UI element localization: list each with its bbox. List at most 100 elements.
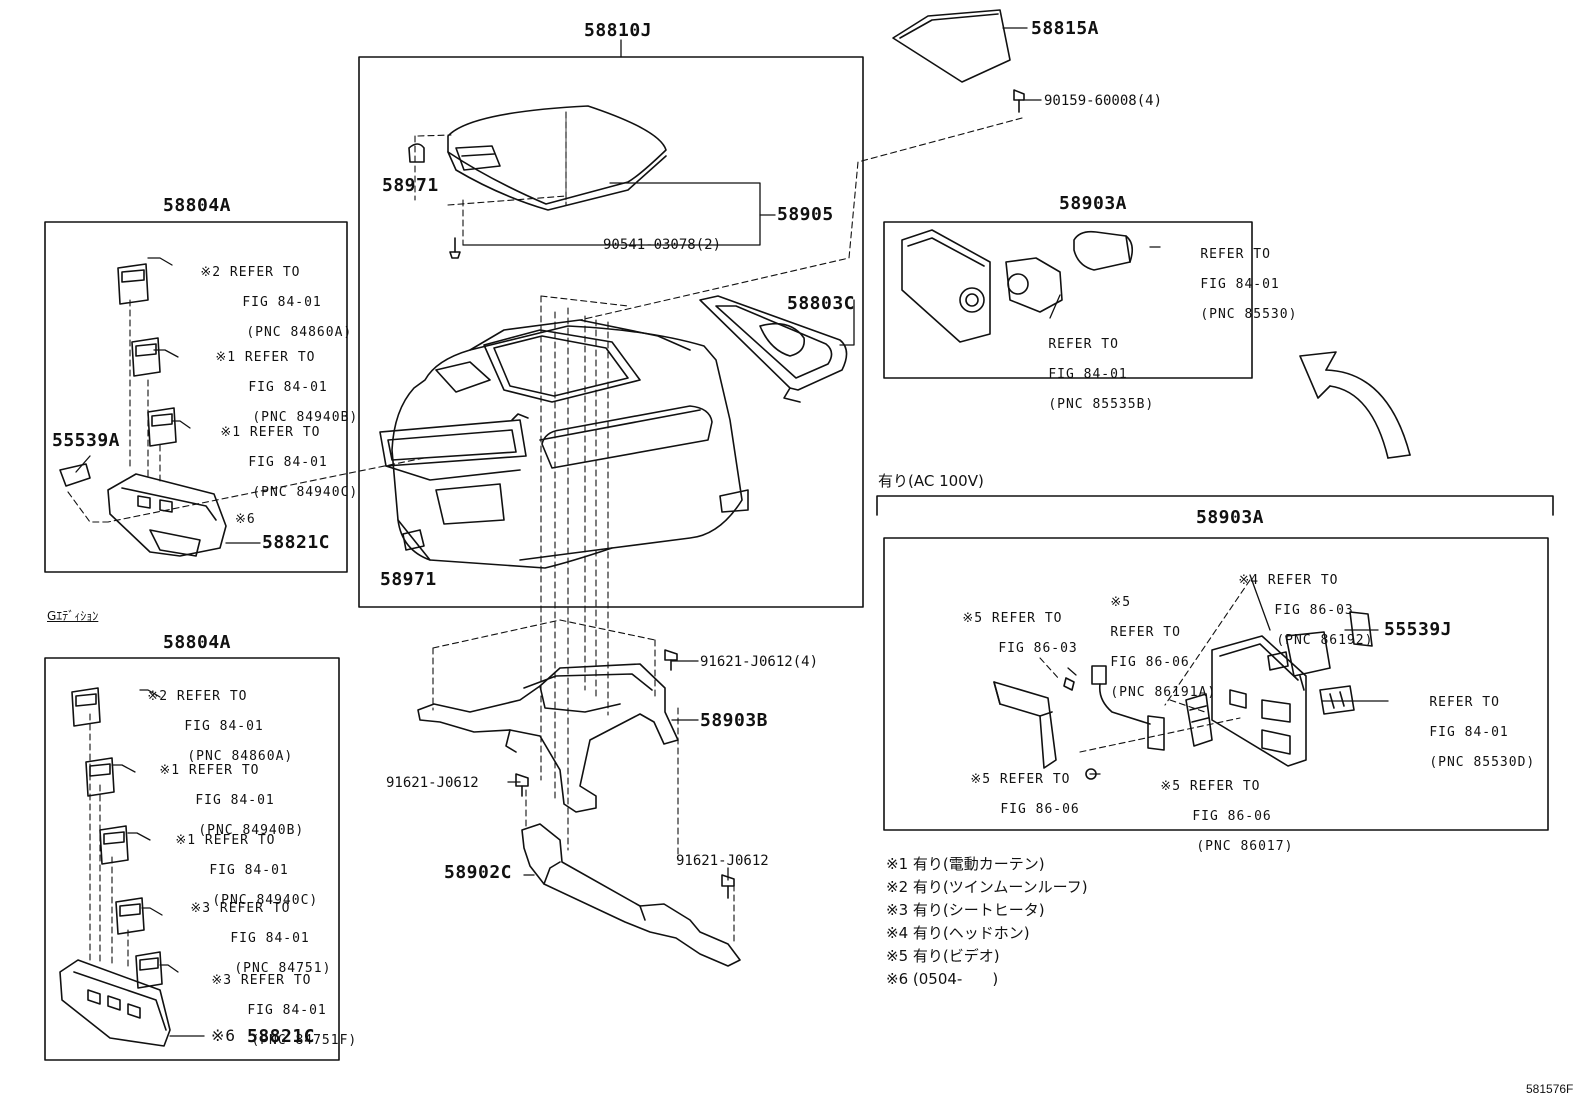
ref-line: (PNC 85530D) [1429,755,1536,770]
switch-bottom-b [85,757,115,797]
note-4: ※4 有り(ヘッドホン) [886,924,1030,942]
ref-line: REFER TO [240,973,312,988]
part-accessory-socket [1005,257,1063,313]
part-58903A-bottom-plate [1211,635,1307,767]
ref-line: FIG 84-01 [248,380,328,395]
ref-right-top-2: REFER TO FIG 84-01 (PNC 85535B) [1013,322,1154,427]
label-58815A: 58815A [1031,18,1100,39]
ref-line: ※5 [1110,595,1132,610]
note-1: ※1 有り(電動カーテン) [886,855,1045,873]
switch-bottom-d [115,897,145,935]
ref-bottom-b: ※1 REFER TO FIG 84-01 (PNC 84940B) [124,748,304,853]
ref-line: FIG 84-01 [1429,725,1509,740]
note-5: ※5 有り(ビデオ) [886,947,1000,965]
ref-mark: ※1 [215,350,237,365]
note-6: ※6 (0504- ) [886,970,999,988]
part-58905-lid [447,105,667,211]
ref-line: FIG 86-06 [1110,655,1190,670]
ref-line: ※4 REFER TO [1238,573,1339,588]
switch-top-c [147,407,177,447]
ref-line: ※5 REFER TO [1160,779,1261,794]
section-label-ac100v: 有り(AC 100V) [878,472,984,490]
part-headphone-unit [1267,631,1331,691]
screw-91621-left [515,773,529,797]
switch-top-a [117,263,149,305]
label-58821C-bottom: 58821C [247,1026,316,1047]
label-58971-top: 58971 [382,175,439,196]
part-video-jack [1185,693,1213,747]
ref-line: REFER TO [188,763,260,778]
ref-top-c: ※1 REFER TO FIG 84-01 (PNC 84940C) [185,410,358,515]
ref-line: REFER TO [1110,625,1181,640]
ref-line: (PNC 84860A) [246,325,353,340]
ref-mark: ※1 [175,833,197,848]
ref-line: FIG 84-01 [242,295,322,310]
part-58902C-bracket [521,823,741,967]
label-58903A-top: 58903A [1059,193,1128,214]
part-console-body [379,319,749,569]
note-2: ※2 有り(ツインムーンルーフ) [886,878,1088,896]
label-55539A: 55539A [52,430,121,451]
ref-line: REFER TO [176,689,248,704]
part-58803C-tray [699,295,848,403]
switch-bottom-a [71,687,101,727]
note-3: ※3 有り(シートヒータ) [886,901,1045,919]
label-58803C: 58803C [787,293,856,314]
ref-mark: ※2 [147,689,169,704]
ref-line: (PNC 84940C) [212,893,319,908]
screw-91621-top [664,649,678,671]
ref-line: (PNC 86017) [1196,839,1294,854]
ref-line: FIG 84-01 [248,455,328,470]
box-58903A-top [883,221,1253,379]
ref-bottom-d: ※3 REFER TO FIG 84-01 (PNC 84751) [155,886,331,991]
label-90159: 90159-60008(4) [1044,93,1163,109]
switch-bottom-c [99,825,129,865]
ref-line: REFER TO [204,833,276,848]
ref-line: FIG 84-01 [230,931,310,946]
switch-bottom-e [135,951,163,989]
ref-line: FIG 84-01 [1200,277,1280,292]
ref-line: FIG 84-01 [195,793,275,808]
clip-58971-bottom [402,529,425,551]
bracket-ac100v [876,495,1554,516]
ref-bottom-e: ※3 REFER TO FIG 84-01 (PNC 84751F) [176,958,357,1063]
label-58971-bottom: 58971 [380,569,437,590]
label-58804A-top: 58804A [163,195,232,216]
part-58903A-top-plate [901,229,991,343]
label-58903A-bottom: 58903A [1196,507,1265,528]
ref-mark: ※3 [190,901,212,916]
ref-mark: ※1 [220,425,242,440]
ref-bottom-c: ※1 REFER TO FIG 84-01 (PNC 84940C) [140,818,318,923]
part-58821C-top-panel [107,473,227,557]
ref-line: FIG 86-06 [1192,809,1272,824]
ref-line: FIG 84-01 [209,863,289,878]
ref-line: (PNC 84751F) [251,1033,358,1048]
ref-bottom-a: ※2 REFER TO FIG 84-01 (PNC 84860A) [112,674,293,779]
ref-right-bottom-5: ※5 REFER TO FIG 86-06 [935,757,1080,832]
ref-line: FIG 84-01 [184,719,264,734]
ref-line: (PNC 85535B) [1048,397,1155,412]
ref-line: REFER TO [1429,695,1500,710]
ref-line: ※5 REFER TO [970,772,1071,787]
box-58810J [358,56,864,608]
clip-58971-top [408,143,425,163]
screw-91621-right [721,874,735,899]
label-58903B: 58903B [700,710,769,731]
ref-line: REFER TO [249,425,321,440]
label-58810J: 58810J [584,20,653,41]
label-58804A-bottom: 58804A [163,632,232,653]
ref-right-bottom-4: REFER TO FIG 84-01 (PNC 85530D) [1394,680,1535,785]
part-ac-outlet [1319,685,1355,715]
ref-line: (PNC 85530) [1200,307,1298,322]
ref-mark: ※3 [211,973,233,988]
ref-right-bottom-6: ※5 REFER TO FIG 86-06 (PNC 86017) [1125,764,1293,869]
section-label-g-edition: Gｴﾃﾞｨｼｮﾝ [47,609,99,623]
screw-90541 [449,237,461,259]
label-58821C-top: 58821C [262,532,331,553]
part-55539J-cap [1349,611,1373,647]
ref-line: REFER TO [229,265,301,280]
mark6-bottom: ※6 [211,1026,237,1045]
label-55539J: 55539J [1384,619,1453,640]
ref-right-top-1: REFER TO FIG 84-01 (PNC 85530) [1165,232,1297,337]
